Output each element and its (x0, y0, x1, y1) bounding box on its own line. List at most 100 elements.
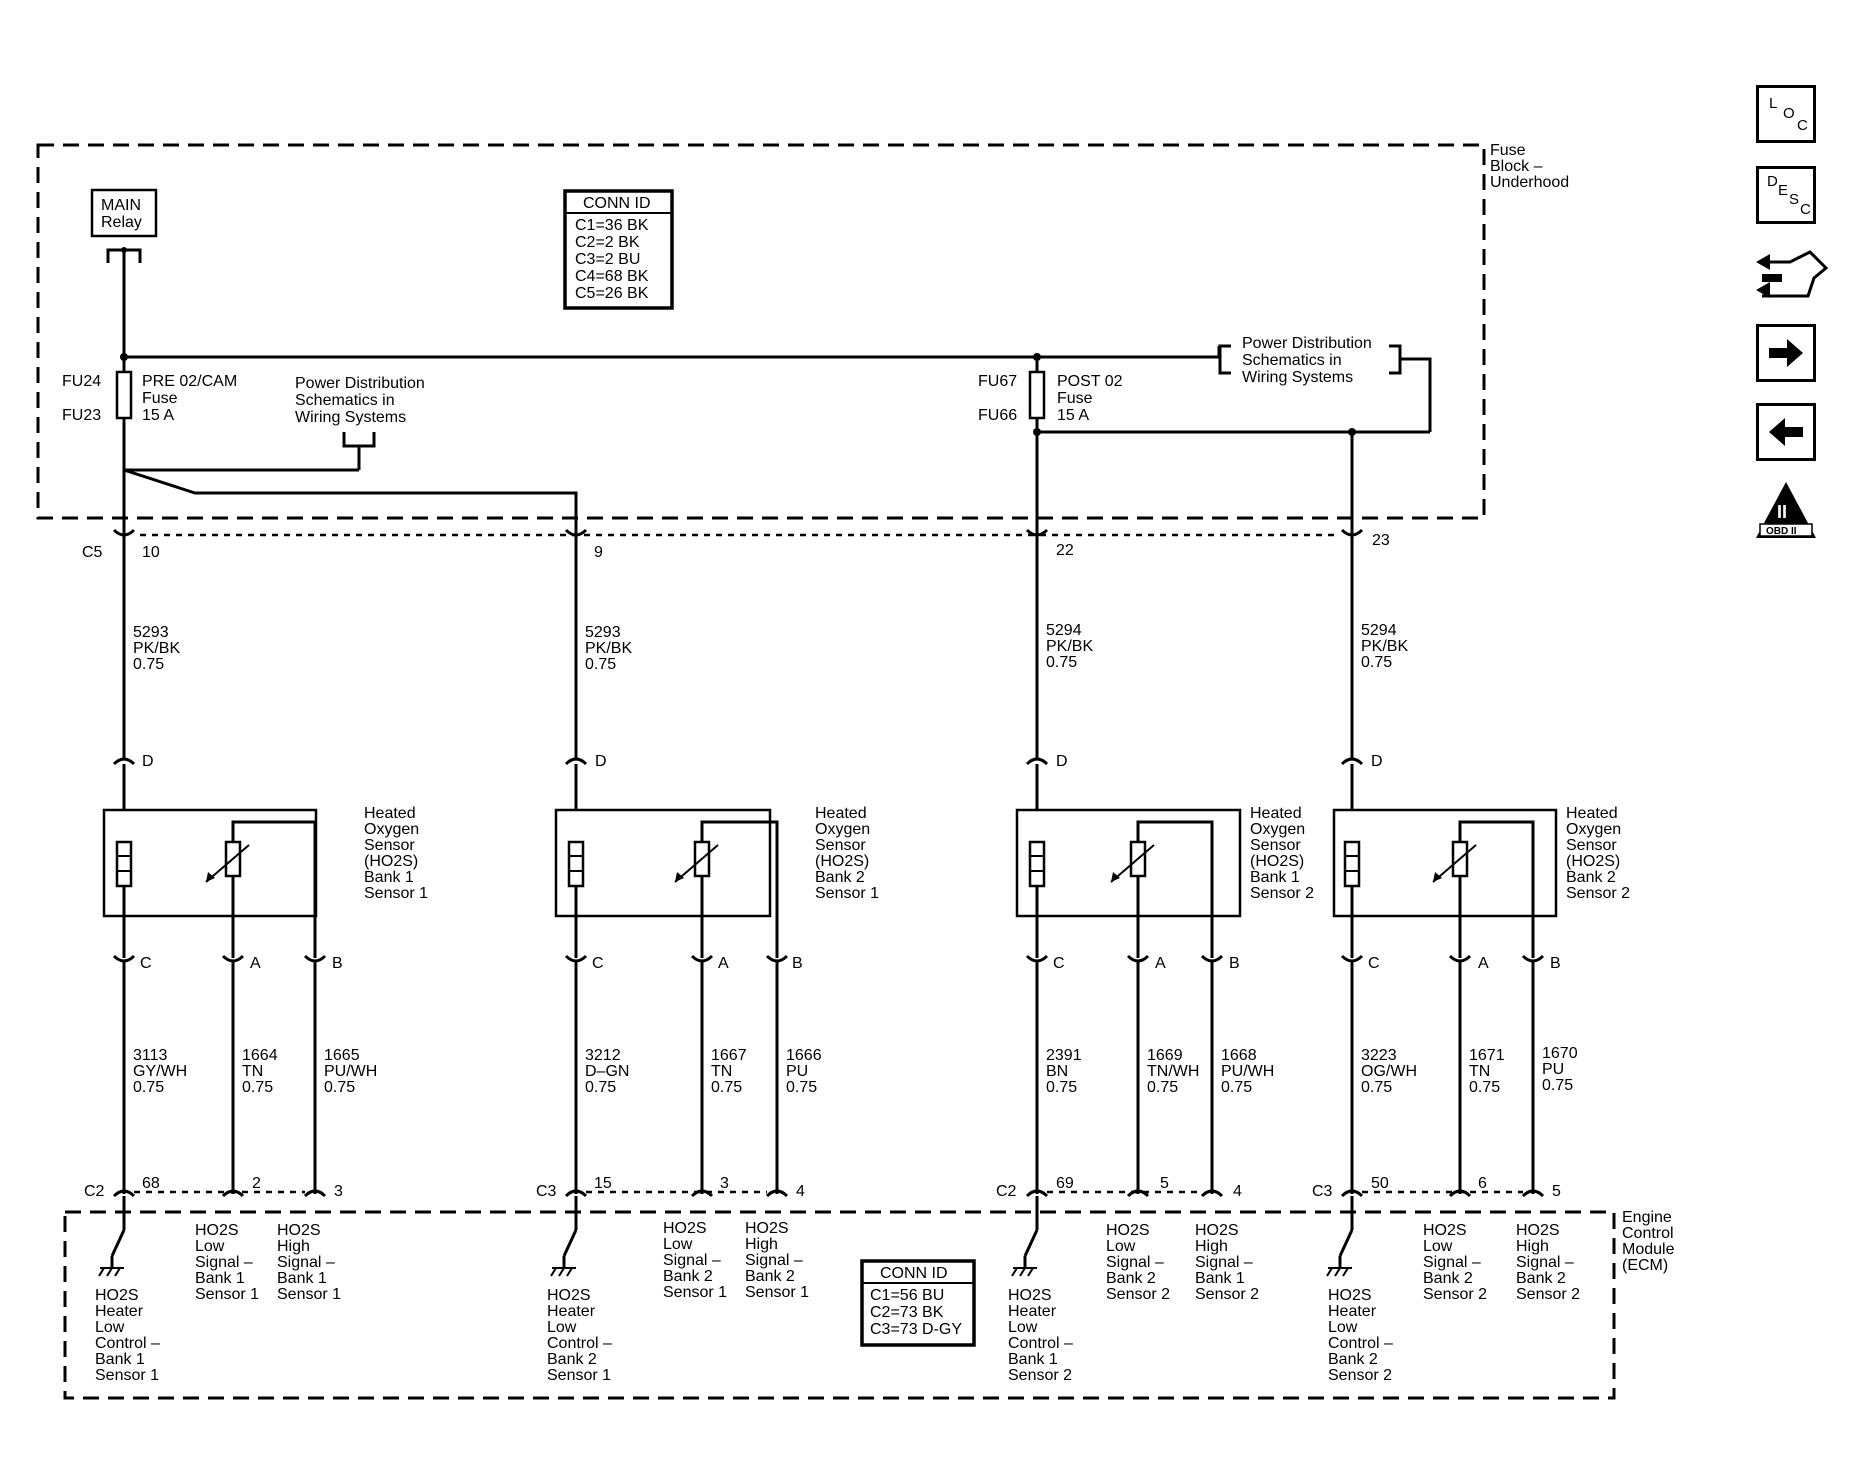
sensor-element (1110, 820, 1214, 958)
obd-ii-icon[interactable]: II OBD II (1756, 482, 1816, 538)
conn-id-top-title: CONN ID (583, 195, 651, 212)
fuse-left-id-top: FU24 (62, 373, 101, 390)
c5-label: C5 (82, 544, 103, 561)
ecm-pin-high: 3 (334, 1183, 343, 1200)
sensor-pin-b: B (332, 955, 343, 972)
c5-pin-9: 9 (594, 544, 603, 561)
sensor-pin-d: D (142, 753, 154, 770)
sensor-element (674, 820, 779, 958)
ecm-connector: C3 (1312, 1183, 1333, 1200)
sensor-pin-b: B (1229, 955, 1240, 972)
sensor-pin-d: D (1056, 753, 1068, 770)
ecm-pin-low: 3 (720, 1175, 729, 1192)
ecm-pin-high: 4 (1233, 1183, 1242, 1200)
desc-letter-c: C (1800, 201, 1811, 218)
c5-pin-23: 23 (1372, 532, 1390, 549)
branch-to-c5-pin-9 (123, 468, 578, 518)
sensor-pin-c: C (140, 955, 152, 972)
sensor-element (205, 820, 317, 958)
fuse-left-id-bottom: FU23 (62, 407, 101, 424)
ecm-connector: C2 (84, 1183, 105, 1200)
c5-pin-10: 10 (142, 544, 160, 561)
ecm-pin-heater: 50 (1371, 1175, 1389, 1192)
desc-letter-s: S (1789, 191, 1800, 208)
ecm-pin-heater: 69 (1056, 1175, 1074, 1192)
fuse-right-id-top: FU67 (978, 373, 1017, 390)
loc-letter-c: C (1797, 117, 1808, 134)
sensor-pin-c: C (592, 955, 604, 972)
ground-switch-symbol (98, 1229, 126, 1277)
loc-icon[interactable]: L O C (1756, 85, 1816, 143)
loc-letter-l: L (1769, 95, 1778, 112)
sensor-pin-d: D (595, 753, 607, 770)
sensor-pin-d: D (1371, 753, 1383, 770)
obd-roman: II (1777, 502, 1787, 522)
sensor-pin-c: C (1053, 955, 1065, 972)
ecm-terminals (112, 1189, 1545, 1230)
ecm-pin-heater: 68 (142, 1175, 160, 1192)
sensor-pin-a: A (718, 955, 729, 972)
sensor-pin-c: C (1368, 955, 1380, 972)
back-arrow-icon[interactable] (1756, 403, 1816, 461)
desc-letter-d: D (1767, 173, 1778, 190)
connector-view-icon[interactable] (1756, 250, 1829, 298)
ecm-pin-low: 5 (1160, 1175, 1169, 1192)
sensor-pin-a: A (1155, 955, 1166, 972)
ground-switch-symbol (1326, 1229, 1354, 1277)
sensor-pin-b: B (1550, 955, 1561, 972)
loc-letter-o: O (1783, 105, 1795, 122)
ecm-pin-heater: 15 (594, 1175, 612, 1192)
ecm-pin-low: 2 (252, 1175, 261, 1192)
c5-terminals (112, 528, 1364, 537)
ecm-connector: C3 (536, 1183, 557, 1200)
ecm-pin-low: 6 (1478, 1175, 1487, 1192)
back-arrow-glyph (1769, 418, 1803, 446)
ecm-connector: C2 (996, 1183, 1017, 1200)
conn-id-bottom-title: CONN ID (880, 1265, 948, 1282)
desc-icon[interactable]: D E S C (1756, 166, 1816, 224)
terminal-d (112, 757, 136, 766)
forward-arrow-icon[interactable] (1756, 324, 1816, 382)
